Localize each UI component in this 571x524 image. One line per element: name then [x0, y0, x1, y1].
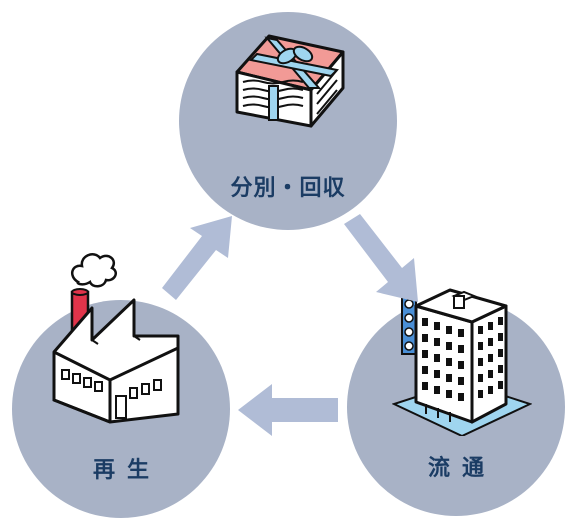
bundled-paper-icon: [235, 34, 345, 128]
office-building-icon: [392, 288, 532, 436]
arrow-right-to-left: [238, 384, 338, 436]
node-label-distribution: 流通: [427, 456, 496, 481]
node-sorting-collection: 分別・回収: [179, 12, 397, 230]
node-label-recycling: 再生: [92, 458, 161, 483]
factory-icon: [52, 253, 180, 424]
arrow-left-to-top: [162, 216, 232, 300]
arrow-top-to-right: [344, 214, 418, 302]
node-label-sorting-collection: 分別・回収: [230, 176, 346, 201]
